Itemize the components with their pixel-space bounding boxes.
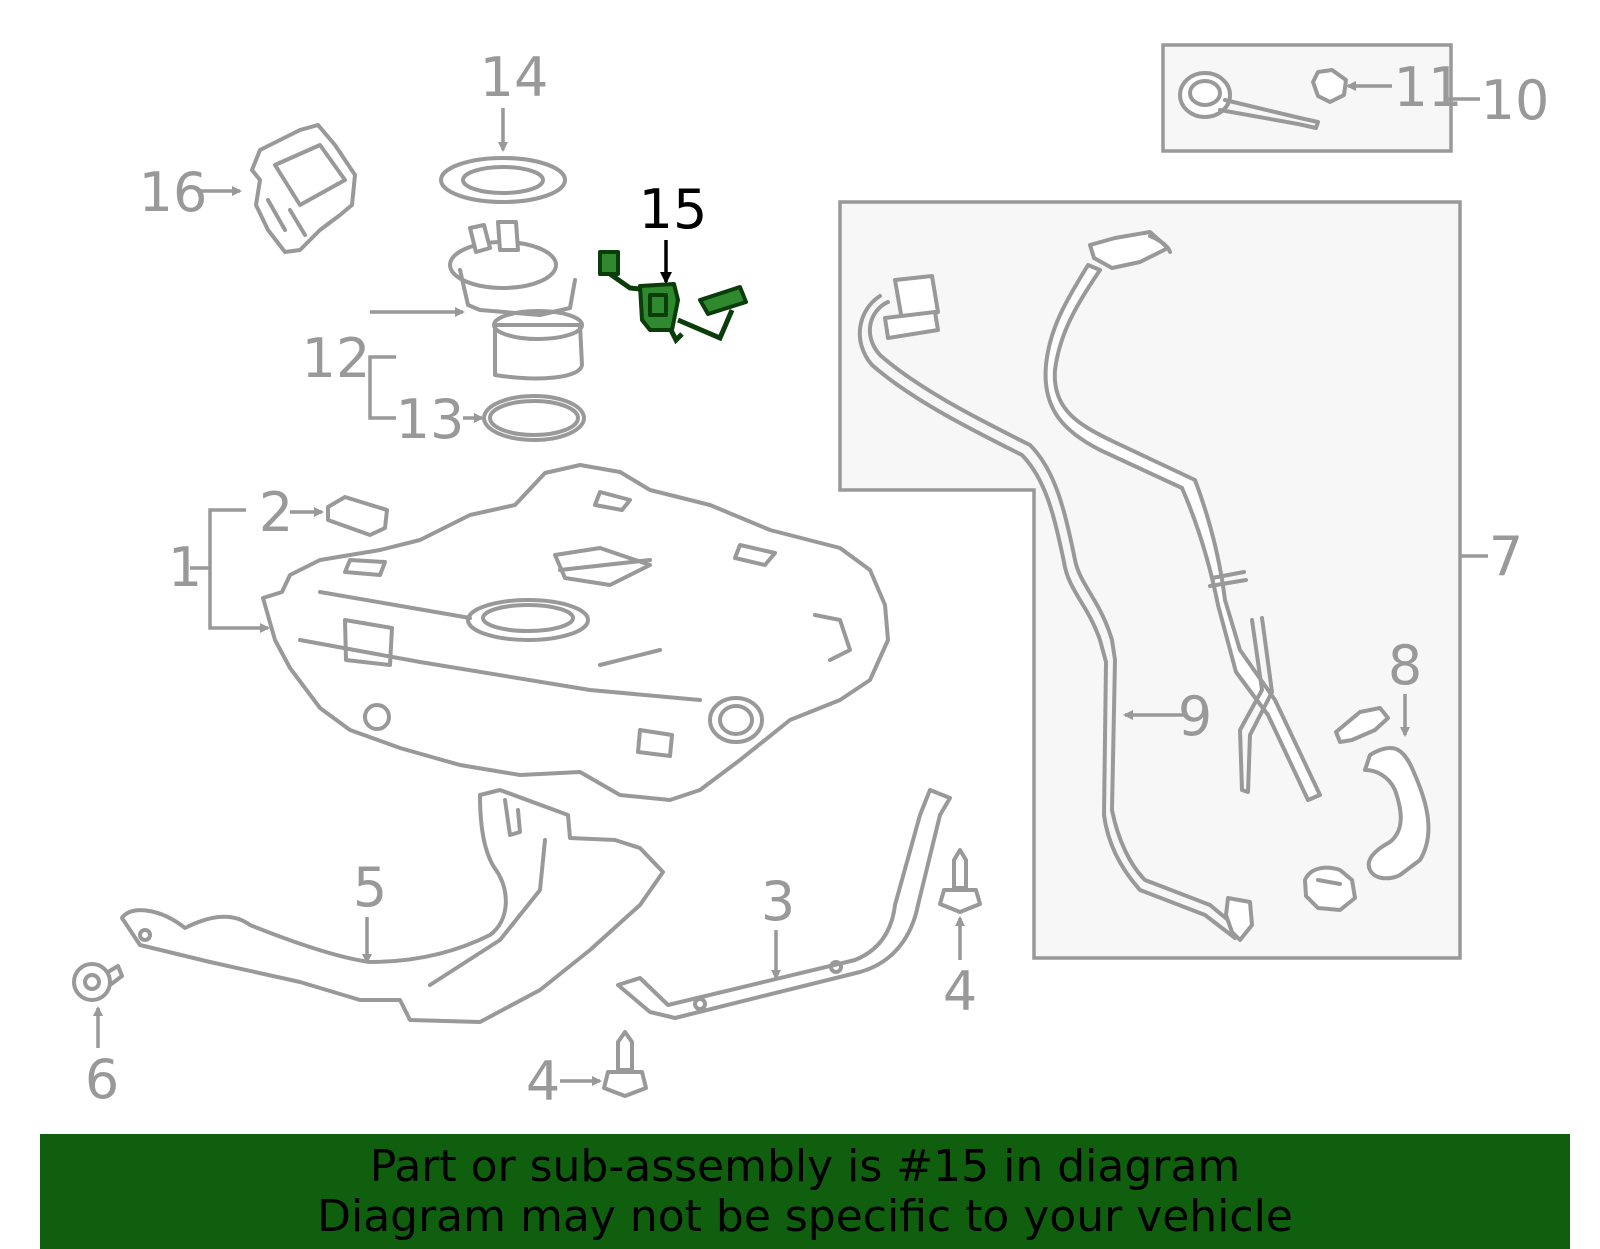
filler-hose[interactable] <box>1363 745 1431 881</box>
strap-bolt-right[interactable] <box>938 848 982 914</box>
banner-line-part-number: Part or sub-assembly is #15 in diagram <box>369 1141 1241 1192</box>
strap-bolt-lower[interactable] <box>602 1030 648 1098</box>
banner-line-disclaimer: Diagram may not be specific to your vehi… <box>317 1191 1293 1242</box>
fuel-pump-seal[interactable] <box>482 394 586 442</box>
fuel-tank-shield[interactable] <box>120 788 665 1024</box>
callout-9: 9 <box>1178 685 1212 748</box>
fuel-tank[interactable] <box>261 463 890 802</box>
callout-14: 14 <box>480 46 549 109</box>
fuel-cap-seal[interactable] <box>1311 68 1348 104</box>
callout-4-lower: 4 <box>526 1050 560 1113</box>
callout-7: 7 <box>1489 525 1523 588</box>
tank-insulator-pad[interactable] <box>326 495 389 537</box>
callout-12: 12 <box>302 327 371 390</box>
fuel-cap[interactable] <box>1178 71 1320 130</box>
callout-4-right: 4 <box>943 960 977 1023</box>
callout-2: 2 <box>259 481 293 544</box>
fuel-level-sensor-highlight[interactable] <box>598 250 748 345</box>
callout-13: 13 <box>396 388 465 451</box>
shield-fastener[interactable] <box>72 962 124 1002</box>
callout-11: 11 <box>1394 56 1463 119</box>
filler-neck-pipe[interactable] <box>1043 230 1322 802</box>
callout-15-highlighted: 15 <box>639 178 708 241</box>
hose-clamp-upper[interactable] <box>1334 706 1390 744</box>
notice-banner: Part or sub-assembly is #15 in diagram D… <box>40 1134 1570 1249</box>
vent-line[interactable] <box>857 274 1254 942</box>
fuel-cap-group-box <box>1161 43 1480 153</box>
fuel-tank-strap[interactable] <box>616 788 952 1020</box>
fuel-pump-control-module[interactable] <box>250 123 357 254</box>
callout-6: 6 <box>85 1048 119 1111</box>
callout-8: 8 <box>1388 634 1422 697</box>
callout-16: 16 <box>139 161 208 224</box>
callout-10: 10 <box>1481 69 1550 132</box>
callout-5: 5 <box>353 856 387 919</box>
callout-3: 3 <box>761 870 795 933</box>
callout-1: 1 <box>168 536 202 599</box>
hose-clamp-lower[interactable] <box>1303 865 1357 912</box>
lock-ring[interactable] <box>439 156 567 204</box>
fuel-pump-module[interactable] <box>448 220 584 381</box>
